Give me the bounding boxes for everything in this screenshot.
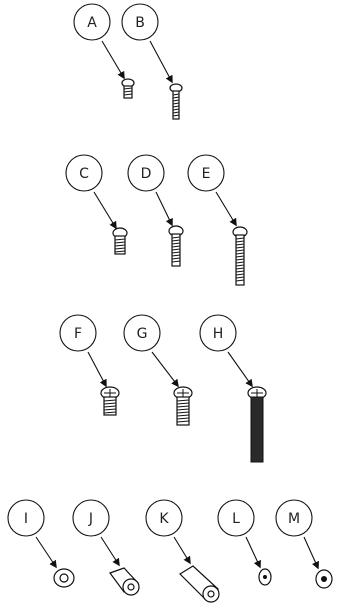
callout-label-m: M: [288, 511, 300, 527]
part-c: C: [65, 154, 128, 255]
callout-label-j: J: [88, 511, 93, 527]
washer-m: [315, 569, 333, 589]
callout-label-g: G: [137, 326, 148, 342]
callout-circle-k: [145, 499, 183, 537]
screw-e: [232, 226, 248, 286]
screw-c: [112, 227, 128, 255]
part-i: I: [7, 499, 75, 588]
screw-a: [121, 78, 135, 99]
washer-l: [258, 568, 272, 586]
screw-h: [247, 386, 267, 463]
callout-circle-j: [72, 499, 110, 537]
callout-circle-m: [275, 499, 313, 537]
part-k: K: [145, 499, 220, 603]
callout-circle-b: [121, 3, 159, 41]
callout-label-d: D: [141, 166, 152, 182]
callout-circle-a: [73, 3, 111, 41]
part-j: J: [72, 499, 140, 596]
part-l: L: [217, 499, 272, 586]
part-e: E: [187, 154, 248, 286]
callout-label-i: I: [24, 511, 28, 527]
screw-g: [173, 386, 193, 426]
callout-circle-g: [123, 314, 161, 352]
callout-circle-e: [187, 154, 225, 192]
screw-b: [169, 83, 183, 120]
washer-i: [53, 568, 75, 588]
callout-circle-d: [127, 154, 165, 192]
callout-label-k: K: [159, 511, 169, 527]
callout-label-e: E: [202, 166, 211, 182]
callout-label-c: C: [79, 166, 89, 182]
part-b: B: [121, 3, 183, 120]
callout-circle-h: [199, 314, 237, 352]
callout-label-l: L: [232, 511, 240, 527]
spacer-k: [179, 565, 220, 603]
callout-label-h: H: [213, 326, 224, 342]
callout-circle-c: [65, 154, 103, 192]
part-h: H: [199, 314, 267, 463]
callout-circle-f: [59, 314, 97, 352]
callout-circle-i: [7, 499, 45, 537]
part-g: G: [123, 314, 193, 426]
part-m: M: [275, 499, 333, 589]
part-a: A: [73, 3, 135, 99]
callout-circle-l: [217, 499, 255, 537]
spacer-j: [109, 567, 140, 596]
screw-d: [168, 225, 184, 267]
screw-f: [100, 386, 120, 416]
part-f: F: [59, 314, 120, 416]
callout-label-b: B: [135, 15, 145, 31]
part-d: D: [127, 154, 184, 267]
callout-label-f: F: [74, 326, 82, 342]
callout-label-a: A: [87, 15, 97, 31]
